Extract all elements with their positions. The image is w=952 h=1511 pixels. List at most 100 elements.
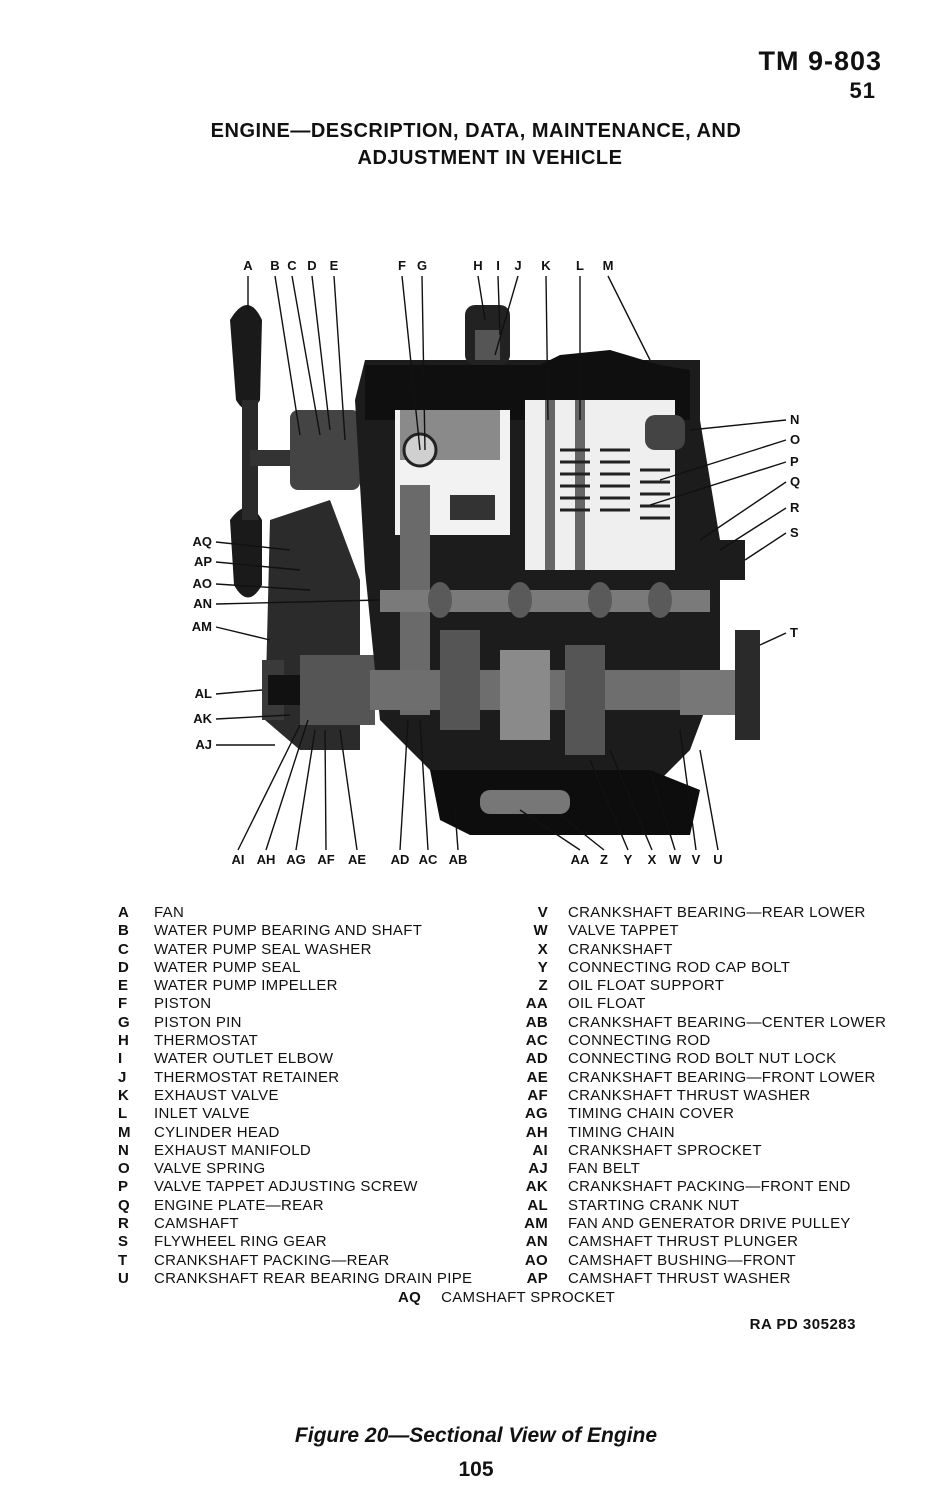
legend-name: OIL FLOAT xyxy=(568,995,646,1013)
callout-b: B xyxy=(270,258,279,273)
legend-item: C WATER PUMP SEAL WASHER xyxy=(118,941,518,959)
legend-name: CRANKSHAFT xyxy=(568,940,673,958)
fan-blade-lower xyxy=(230,507,262,598)
legend-name: CAMSHAFT THRUST WASHER xyxy=(568,1269,791,1287)
leader-line-i xyxy=(497,275,501,336)
callout-y: Y xyxy=(624,852,633,867)
legend-key: AA xyxy=(525,995,548,1013)
legend-key: L xyxy=(118,1105,128,1123)
legend-name: WATER OUTLET ELBOW xyxy=(154,1050,334,1068)
front-crank-hub xyxy=(300,655,375,725)
leader-line-s xyxy=(744,532,787,561)
leader-line-b xyxy=(274,275,301,436)
legend-name: WATER PUMP SEAL WASHER xyxy=(154,940,372,958)
callout-aa: AA xyxy=(571,852,590,867)
leader-lines xyxy=(215,275,787,851)
callout-ai: AI xyxy=(232,852,245,867)
callout-an: AN xyxy=(193,596,212,611)
legend-name: VALVE TAPPET xyxy=(568,922,679,940)
leader-line-ah xyxy=(265,719,309,851)
legend-name: STARTING CRANK NUT xyxy=(568,1196,740,1214)
leader-line-c xyxy=(291,275,321,436)
legend-key: E xyxy=(118,977,129,995)
legend-key: AI xyxy=(532,1141,548,1159)
legend-name: CYLINDER HEAD xyxy=(154,1123,280,1141)
legend-name: WATER PUMP BEARING AND SHAFT xyxy=(154,922,423,940)
legend-key: O xyxy=(118,1160,130,1178)
manual-number: TM 9-803 xyxy=(758,46,882,76)
leader-line-ai xyxy=(237,724,301,851)
callout-ac: AC xyxy=(419,852,438,867)
crank-throw-2 xyxy=(500,650,550,740)
legend-key: W xyxy=(533,922,548,940)
legend-name: TIMING CHAIN xyxy=(568,1123,675,1141)
title-line-2: ADJUSTMENT IN VEHICLE xyxy=(357,147,623,169)
callout-ab: AB xyxy=(449,852,468,867)
legend-key: AM xyxy=(524,1215,548,1233)
callout-c: C xyxy=(287,258,297,273)
leader-line-m xyxy=(607,275,651,361)
legend-name: WATER PUMP IMPELLER xyxy=(154,977,338,995)
legend-name: TIMING CHAIN COVER xyxy=(568,1105,735,1123)
legend-name: CAMSHAFT BUSHING—FRONT xyxy=(568,1251,796,1269)
callout-t: T xyxy=(790,625,798,640)
legend-key: M xyxy=(118,1123,131,1141)
legend-key: B xyxy=(118,922,130,940)
leader-line-o xyxy=(659,439,787,481)
legend-name: PISTON xyxy=(154,995,212,1013)
legend-item: AA OIL FLOAT xyxy=(520,995,920,1013)
leader-line-w xyxy=(649,769,676,851)
leader-line-e xyxy=(333,275,346,441)
water-pump-housing xyxy=(290,410,360,490)
legend-key: Z xyxy=(538,977,548,995)
legend-name: THERMOSTAT xyxy=(154,1032,259,1050)
legend-name: FAN BELT xyxy=(568,1160,641,1178)
rear-crank-hub xyxy=(680,670,735,715)
callout-j: J xyxy=(514,258,521,273)
leader-line-t xyxy=(759,632,787,646)
leader-line-ak xyxy=(215,714,291,720)
figure-caption: Figure 20—Sectional View of Engine xyxy=(294,1424,658,1447)
legend-item: F PISTON xyxy=(118,995,518,1013)
callout-ag: AG xyxy=(286,852,306,867)
leader-line-am xyxy=(215,626,271,641)
legend-key: AB xyxy=(525,1013,548,1031)
leader-line-k xyxy=(545,275,549,421)
legend-name: CRANKSHAFT THRUST WASHER xyxy=(568,1086,811,1104)
legend-key: Y xyxy=(537,958,548,976)
callout-ak: AK xyxy=(193,711,212,726)
callout-ao: AO xyxy=(193,576,213,591)
legend-key: AL xyxy=(527,1196,548,1214)
legend-key: F xyxy=(118,995,128,1013)
legend-key: C xyxy=(118,940,130,958)
legend-key: S xyxy=(118,1233,129,1251)
legend-key: K xyxy=(118,1086,130,1104)
legend-item: E WATER PUMP IMPELLER xyxy=(118,977,518,995)
callout-ae: AE xyxy=(348,852,366,867)
legend-key: AK xyxy=(525,1178,548,1196)
callout-ad: AD xyxy=(391,852,410,867)
legend-name: CRANKSHAFT REAR BEARING DRAIN PIPE xyxy=(154,1269,473,1287)
legend-key: AN xyxy=(525,1233,548,1251)
flywheel xyxy=(735,630,760,740)
leader-line-ac xyxy=(419,719,429,851)
legend-name: PISTON PIN xyxy=(154,1013,242,1031)
oil-float xyxy=(480,790,570,814)
legend-name: VALVE TAPPET ADJUSTING SCREW xyxy=(154,1178,418,1196)
legend-key: X xyxy=(537,940,548,958)
crank-throw-1 xyxy=(440,630,480,730)
leader-line-p xyxy=(649,461,787,506)
